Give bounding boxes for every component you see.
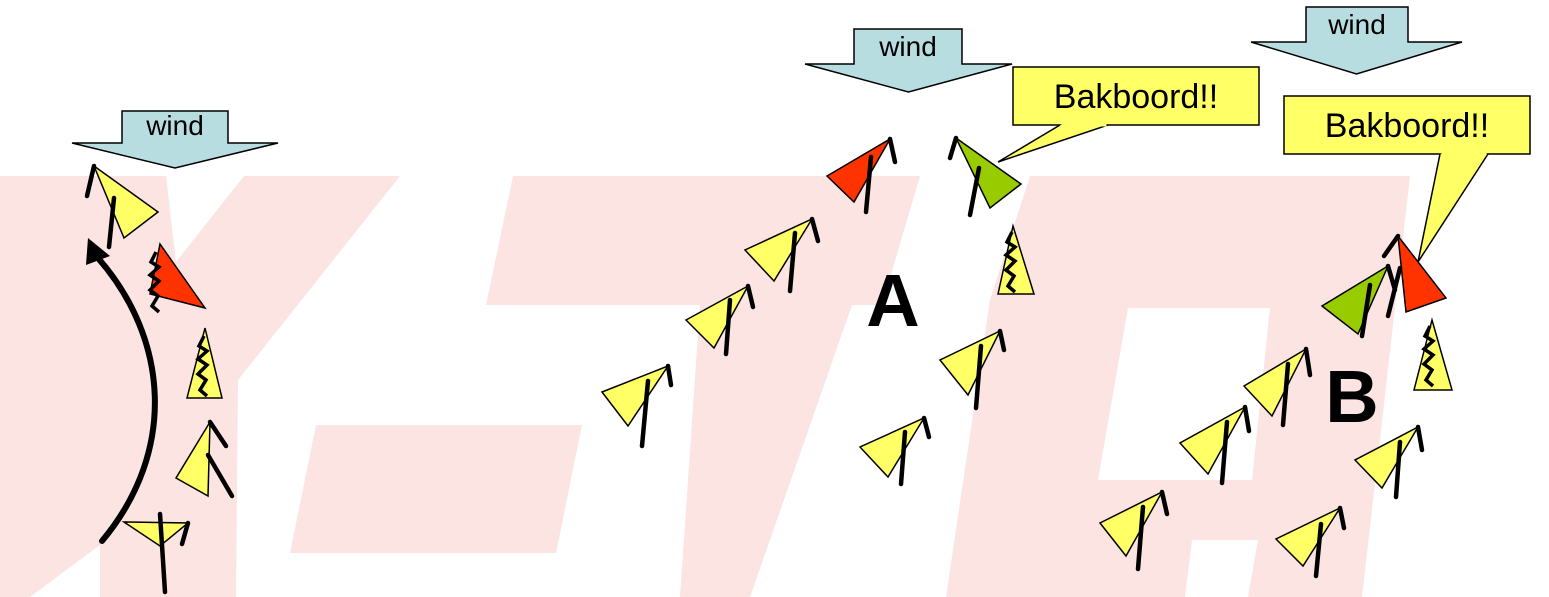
- marker-a: A: [866, 259, 919, 342]
- sailboat-icon: [1098, 489, 1170, 572]
- luffing-sailboat-icon: [1413, 317, 1453, 391]
- watermark-shape: [290, 425, 582, 553]
- sailboat-icon: [947, 135, 1023, 218]
- course-arrow-icon: [86, 238, 158, 544]
- watermark-cutout-shape: [1098, 308, 1270, 480]
- sailboat-icon: [1320, 263, 1398, 339]
- marker-b: B: [1325, 355, 1378, 438]
- sailboat-icon: [84, 163, 160, 250]
- sailboat-icon: [938, 328, 1007, 411]
- sailboat-icon: [1274, 505, 1347, 579]
- sailboat-icon: [600, 363, 674, 449]
- sailboat-icon: [174, 419, 235, 499]
- wind-label: wind: [878, 31, 937, 62]
- sailboat-icon: [858, 415, 932, 487]
- watermark-cutout: [1098, 308, 1270, 480]
- speech-callout-icon: Bakboord!!: [1283, 95, 1531, 263]
- wind-arrow-icon: wind: [1250, 6, 1463, 75]
- luffing-sailboat-icon: [997, 223, 1036, 295]
- sailboat-icon: [743, 216, 821, 294]
- sailboat-icon: [1353, 424, 1425, 500]
- sailboat-icon: [1242, 346, 1313, 428]
- callout-text: Bakboord!!: [1054, 78, 1218, 116]
- boats: [84, 135, 1453, 595]
- sailboat-icon: [1178, 404, 1252, 486]
- sailboat-icon: [121, 511, 191, 595]
- watermark-shape: [486, 176, 920, 597]
- sailboat-icon: [684, 283, 756, 357]
- speech-callout-icon: Bakboord!!: [997, 66, 1260, 163]
- wind-arrow-icon: wind: [71, 110, 279, 169]
- wind-label: wind: [1327, 9, 1386, 40]
- sailboat-icon: [825, 136, 898, 215]
- wind-arrow-icon: wind: [804, 28, 1013, 93]
- callouts: Bakboord!! Bakboord!!: [997, 66, 1531, 263]
- wind-label: wind: [145, 110, 204, 141]
- luffing-sailboat-icon: [147, 242, 207, 314]
- callout-text: Bakboord!!: [1325, 107, 1489, 145]
- wind-indicators: wind wind wind: [71, 6, 1463, 169]
- luffing-sailboat-icon: [186, 327, 223, 399]
